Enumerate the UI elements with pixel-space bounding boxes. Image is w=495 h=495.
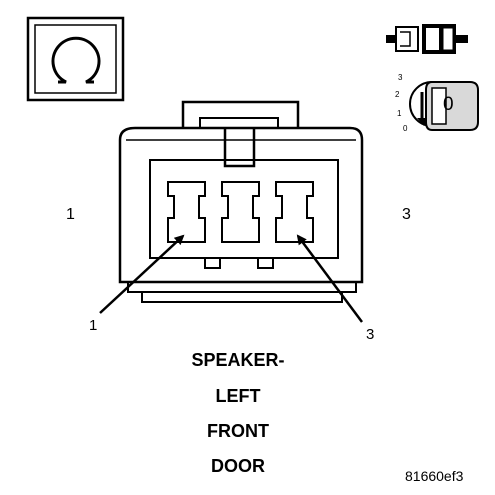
pointer-label-right: 3 bbox=[366, 326, 375, 343]
terminal-cavity-2 bbox=[221, 181, 260, 243]
ignition-key-position: 0 bbox=[443, 94, 454, 115]
title-line-1: SPEAKER- bbox=[191, 350, 285, 370]
ignition-position-0: 0 bbox=[403, 124, 408, 133]
title-line-2: LEFT bbox=[215, 386, 261, 406]
ignition-position-1: 1 bbox=[397, 109, 402, 118]
ignition-switch-off-icon bbox=[409, 81, 479, 131]
figure-id: 81660ef3 bbox=[405, 468, 464, 484]
pointer-label-left: 1 bbox=[89, 317, 98, 334]
connector-body bbox=[118, 100, 364, 303]
terminal-cavity-3 bbox=[275, 181, 314, 243]
title-line-4: DOOR bbox=[211, 456, 265, 476]
pin-label-left: 1 bbox=[66, 206, 75, 223]
pointer-arrow-right bbox=[296, 234, 364, 323]
title-line-3: FRONT bbox=[207, 421, 269, 441]
ignition-position-3: 3 bbox=[398, 73, 403, 82]
terminal-cavity-1 bbox=[167, 181, 206, 243]
pointer-arrow-left bbox=[99, 234, 185, 314]
disconnected-connector-icon bbox=[386, 24, 468, 54]
ohm-icon bbox=[26, 16, 125, 102]
pin-label-right: 3 bbox=[402, 206, 411, 223]
ignition-position-2: 2 bbox=[395, 90, 400, 99]
